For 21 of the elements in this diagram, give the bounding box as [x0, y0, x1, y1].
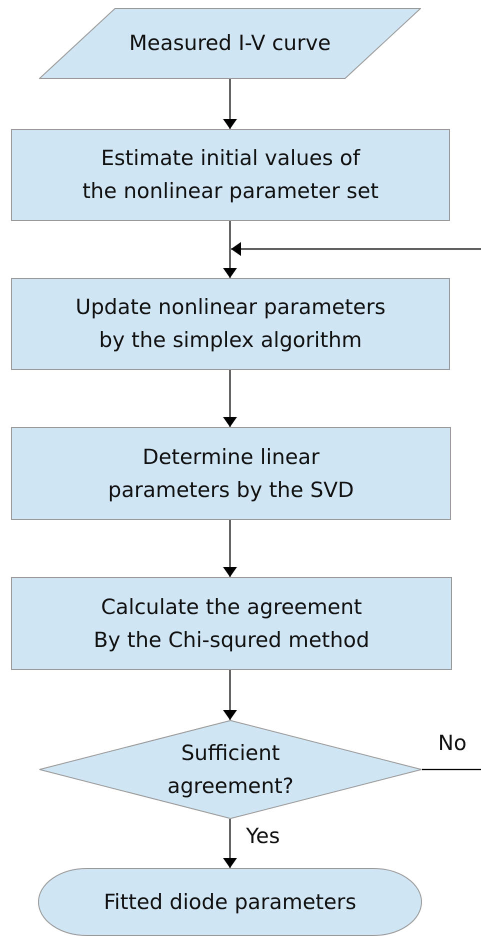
- arrow: [223, 520, 237, 577]
- arrow: [231, 242, 481, 256]
- node-text: Fitted diode parameters: [104, 888, 356, 916]
- process-box: [11, 129, 450, 221]
- decision-diamond: [39, 720, 422, 819]
- arrow: [223, 370, 237, 427]
- node-text: Update nonlinear parameters by the simplex algorithm: [74, 294, 387, 354]
- process-box: [11, 577, 452, 670]
- input-parallelogram: [39, 8, 421, 79]
- node-text: Estimate initial values of the nonlinear parameter set: [81, 145, 380, 205]
- connector-line: [422, 768, 481, 770]
- node-text: Measured I-V curve: [129, 30, 331, 57]
- node-text: Calculate the agreement By the Chi-squred method: [92, 594, 370, 654]
- node-text: Determine linear parameters by the SVD: [107, 444, 355, 504]
- arrow: [223, 221, 237, 278]
- process-box: [11, 427, 451, 520]
- arrow: [223, 819, 237, 868]
- arrow: [223, 670, 237, 720]
- arrow: [223, 79, 237, 129]
- node-text: Sufficient agreement?: [166, 740, 295, 800]
- process-box: [11, 278, 450, 370]
